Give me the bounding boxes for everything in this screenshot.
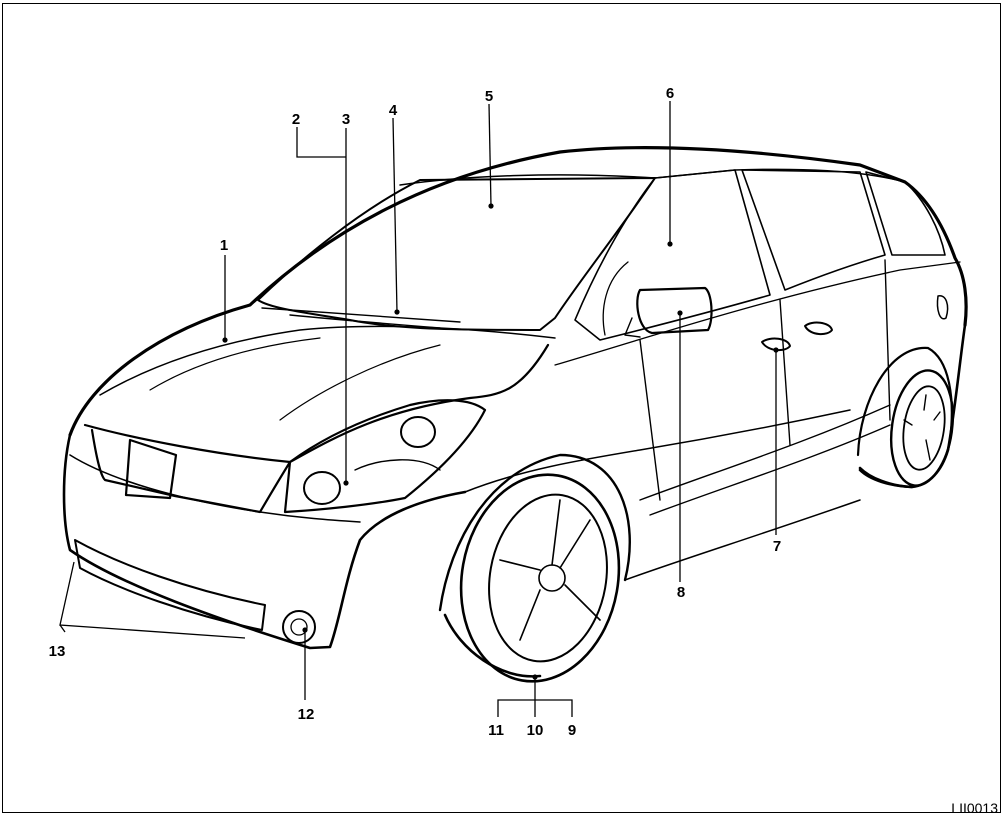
callout-labels: 1 2 3 4 5 6 7 8 9 10 11 12 13 <box>49 85 782 739</box>
callout-2: 2 <box>292 111 300 128</box>
figure-frame <box>2 3 1001 813</box>
callout-12: 12 <box>298 706 315 723</box>
callout-8: 8 <box>677 584 685 601</box>
figure-code: LII0013 <box>951 800 998 816</box>
leader-dots <box>222 203 779 680</box>
van-illustration <box>62 145 968 683</box>
callout-5: 5 <box>485 88 493 105</box>
callout-10: 10 <box>527 722 544 739</box>
callout-13: 13 <box>49 643 66 660</box>
leader-lines <box>59 101 777 717</box>
callout-3: 3 <box>342 111 350 128</box>
callout-1: 1 <box>220 237 228 254</box>
callout-7: 7 <box>773 538 781 555</box>
callout-4: 4 <box>389 102 398 119</box>
callout-6: 6 <box>666 85 674 102</box>
callout-9: 9 <box>568 722 576 739</box>
callout-11: 11 <box>488 722 504 739</box>
